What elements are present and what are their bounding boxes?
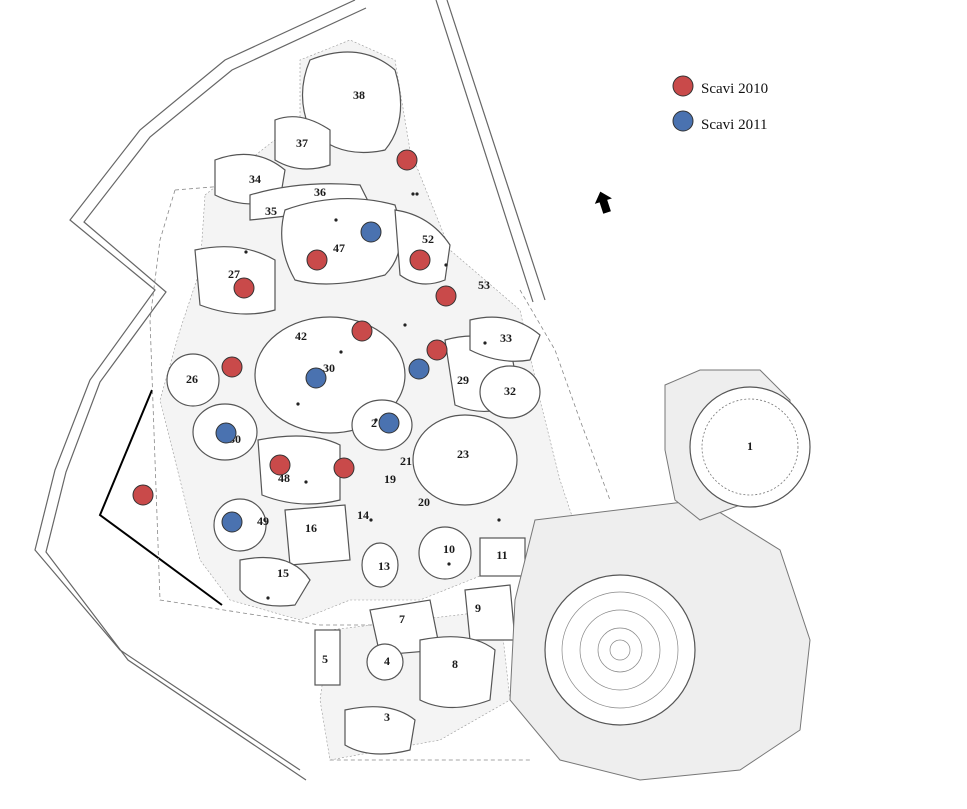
legend-swatch-2011 [672,110,694,132]
room-number: 42 [295,329,307,343]
room-number: 35 [265,204,277,218]
room-number: 15 [277,566,289,580]
room-number: 21 [400,454,412,468]
room-number: 14 [357,508,369,522]
room-number: 37 [296,136,308,150]
room-number: 4 [384,654,390,668]
north-arrow-icon [594,191,612,214]
scavi-2011-marker [305,367,327,389]
scavi-2011-marker [408,358,430,380]
room-number: 5 [322,652,328,666]
scavi-2010-marker [132,484,154,506]
room-number: 8 [452,657,458,671]
room-number: 32 [504,384,516,398]
room-number: 26 [186,372,198,386]
room-number: 3 [384,710,390,724]
scavi-2010-marker [333,457,355,479]
room-number: 52 [422,232,434,246]
room-number: 49 [257,514,269,528]
room-number: 9 [475,601,481,615]
room-number: 23 [457,447,469,461]
room-number: 10 [443,542,455,556]
scavi-2010-marker [435,285,457,307]
excavation-markers [132,149,457,533]
room-number: 1 [747,439,753,453]
room-number: 11 [496,548,507,562]
scavi-2010-marker [269,454,291,476]
room-number: 29 [457,373,469,387]
scavi-2010-marker [409,249,431,271]
room-number: 27 [228,267,240,281]
legend-label-2011: Scavi 2011 [701,117,768,133]
survey-points [244,192,501,600]
room-number: 13 [378,559,390,573]
room-number: 33 [500,331,512,345]
scavi-2010-marker [306,249,328,271]
room-number: 16 [305,521,317,535]
scavi-2010-marker [351,320,373,342]
excavation-boundary [98,389,223,606]
room-number: 34 [249,172,261,186]
legend: Scavi 2010 Scavi 2011 [672,75,768,133]
legend-swatch-2010 [672,75,694,97]
room-number: 53 [478,278,490,292]
room-number: 38 [353,88,365,102]
scavi-2011-marker [360,221,382,243]
room-number: 36 [314,185,326,199]
scavi-2010-marker [233,277,255,299]
room-number: 30 [323,361,335,375]
room-numbers: 1 3 4 5 7 8 9 10 11 13 14 15 16 19 20 21… [186,88,753,724]
room-number: 47 [333,241,345,255]
enclosure-wall [34,0,546,781]
scavi-2011-marker [215,422,237,444]
scavi-2010-marker [426,339,448,361]
legend-label-2010: Scavi 2010 [701,81,768,97]
scavi-2010-marker [396,149,418,171]
room-number: 19 [384,472,396,486]
structures [166,51,811,781]
scavi-2011-marker [221,511,243,533]
scavi-2011-marker [378,412,400,434]
room-number: 7 [399,612,405,626]
room-number: 2 [371,416,377,430]
scavi-2010-marker [221,356,243,378]
room-number: 20 [418,495,430,509]
